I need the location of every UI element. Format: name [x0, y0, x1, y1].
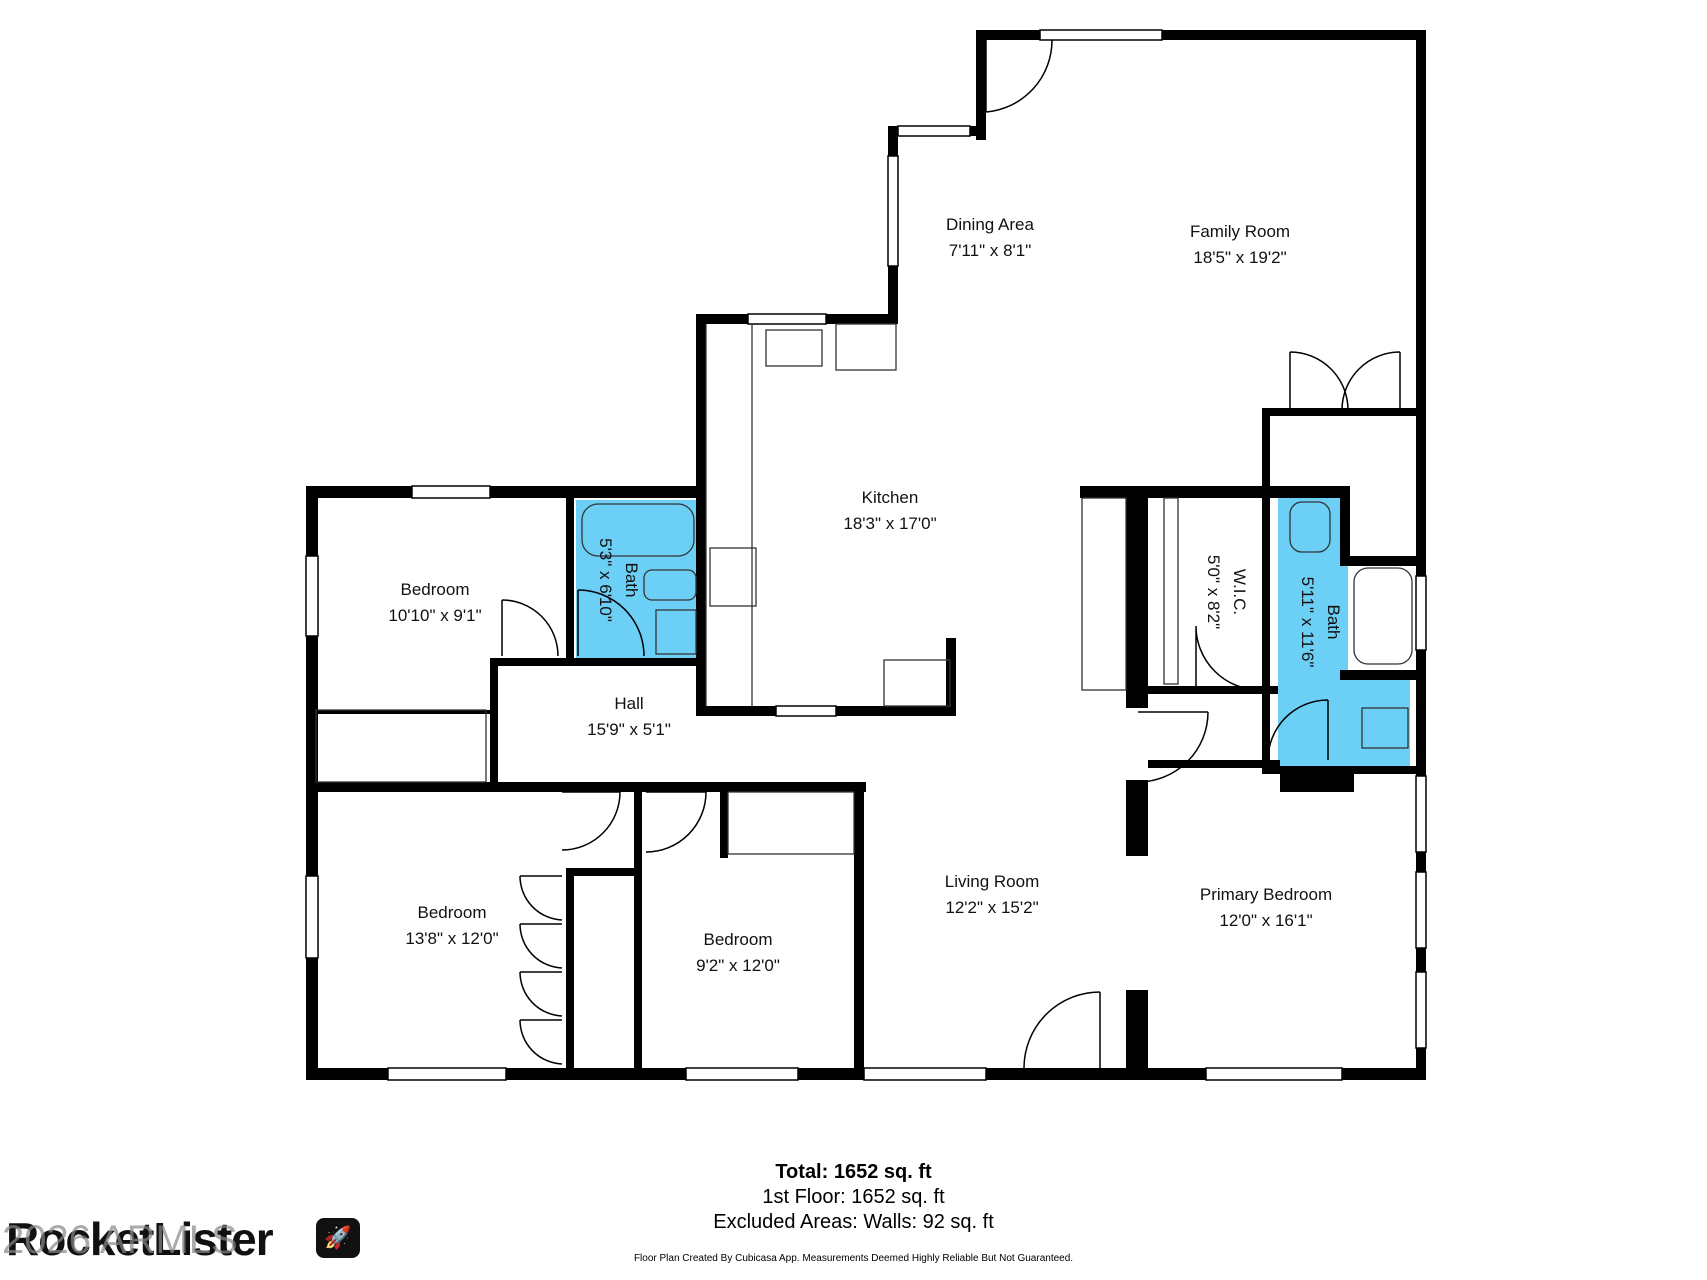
room-name-dining: Dining Area [946, 215, 1034, 234]
room-name-bath-1: Bath [622, 563, 641, 598]
room-dims-kitchen: 18'3" x 17'0" [843, 514, 936, 533]
room-dims-hall: 15'9" x 5'1" [587, 720, 671, 739]
room-dims-primary-bedroom: 12'0" x 16'1" [1219, 911, 1312, 930]
room-dims-family: 18'5" x 19'2" [1193, 248, 1286, 267]
windows [305, 29, 1427, 1081]
rocketlister-logo: RocketLister [6, 1213, 274, 1265]
rocket-icon: 🚀 [316, 1218, 360, 1258]
floor-1-area: 1st Floor: 1652 sq. ft [762, 1186, 945, 1208]
room-dims-bedroom-3: 9'2" x 12'0" [696, 956, 780, 975]
excluded-area: Excluded Areas: Walls: 92 sq. ft [713, 1211, 994, 1233]
room-name-wic: W.I.C. [1230, 569, 1249, 615]
bath-1-fill [576, 500, 699, 658]
room-dims-bedroom-1: 10'10" x 9'1" [388, 606, 481, 625]
total-area: Total: 1652 sq. ft [775, 1161, 932, 1183]
room-name-bedroom-2: Bedroom [418, 903, 487, 922]
room-name-primary-bedroom: Primary Bedroom [1200, 885, 1332, 904]
disclaimer: Floor Plan Created By Cubicasa App. Meas… [633, 1253, 1074, 1264]
room-name-kitchen: Kitchen [862, 488, 919, 507]
room-labels: Dining Area 7'11" x 8'1" Family Room 18'… [388, 215, 1343, 975]
room-dims-wic: 5'0" x 8'2" [1204, 555, 1223, 629]
room-dims-bath-2: 5'11" x 11'6" [1298, 577, 1317, 668]
room-name-bedroom-3: Bedroom [704, 930, 773, 949]
room-name-bedroom-1: Bedroom [401, 580, 470, 599]
bath-2-fill-lower [1278, 678, 1410, 766]
room-dims-living: 12'2" x 15'2" [945, 898, 1038, 917]
room-dims-bath-1: 5'3" x 6'10" [596, 538, 615, 622]
fixtures [315, 323, 1413, 855]
room-dims-dining: 7'11" x 8'1" [949, 241, 1032, 260]
room-name-family: Family Room [1190, 222, 1290, 241]
room-name-living: Living Room [945, 872, 1040, 891]
copyright-watermark: 2026 ARMLS [2, 1218, 238, 1262]
doors [501, 39, 1401, 1069]
room-name-bath-2: Bath [1324, 605, 1343, 640]
room-name-hall: Hall [614, 694, 643, 713]
room-dims-bedroom-2: 13'8" x 12'0" [405, 929, 498, 948]
